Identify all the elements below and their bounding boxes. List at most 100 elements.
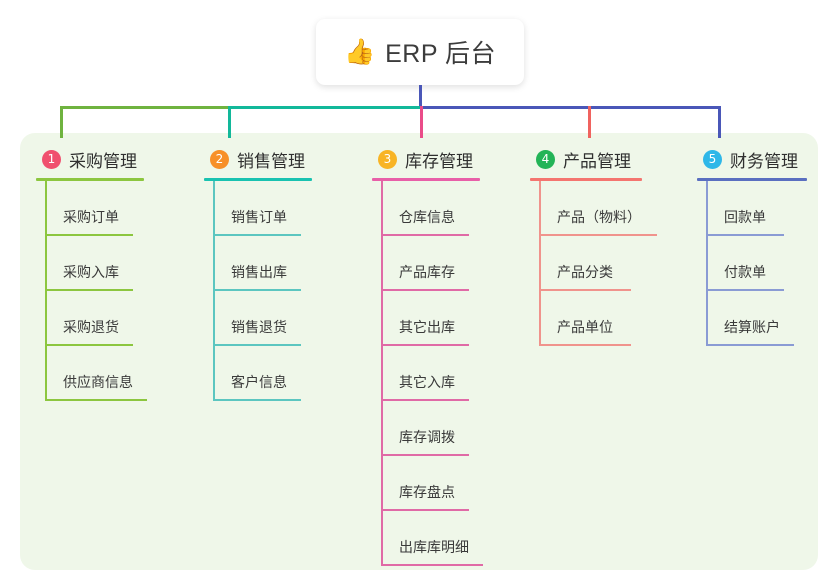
leaf-item-label: 其它出库	[399, 319, 455, 335]
trunk-connector	[419, 85, 422, 108]
column-spine-purchase	[45, 181, 47, 401]
leaf-item[interactable]: 客户信息	[213, 346, 301, 401]
leaf-item[interactable]: 销售退货	[213, 291, 301, 346]
drop-col2	[228, 106, 231, 138]
leaf-item-rule	[539, 234, 657, 236]
column-sales: 2 销售管理销售订单销售出库销售退货客户信息	[204, 140, 312, 401]
leaf-item-rule	[381, 399, 469, 401]
column-rule-product	[530, 178, 642, 181]
leaf-item-rule	[45, 344, 133, 346]
column-badge-finance: 5	[703, 149, 722, 169]
leaf-item[interactable]: 仓库信息	[381, 181, 469, 236]
leaf-item[interactable]: 采购订单	[45, 181, 133, 236]
leaf-item[interactable]: 产品分类	[539, 236, 631, 291]
leaf-item-label: 产品（物料）	[557, 209, 641, 225]
leaf-item-rule	[539, 344, 631, 346]
leaf-item-rule	[706, 234, 784, 236]
leaf-item-rule	[381, 509, 469, 511]
leaf-item[interactable]: 回款单	[706, 181, 784, 236]
leaf-item-label: 结算账户	[724, 319, 780, 335]
leaf-item-rule	[213, 399, 301, 401]
leaf-item[interactable]: 付款单	[706, 236, 784, 291]
leaf-item[interactable]: 供应商信息	[45, 346, 147, 401]
leaf-item[interactable]: 销售出库	[213, 236, 301, 291]
drop-col5	[718, 106, 721, 138]
column-badge-product: 4	[536, 149, 555, 169]
leaf-item-label: 其它入库	[399, 374, 455, 390]
leaf-item-label: 采购入库	[63, 264, 119, 280]
leaf-item[interactable]: 产品（物料）	[539, 181, 657, 236]
column-header-purchase[interactable]: 1 采购管理	[36, 140, 144, 178]
bus-teal	[228, 106, 420, 109]
leaf-item-rule	[381, 564, 483, 566]
diagram-panel	[20, 133, 818, 570]
root-node[interactable]: 👍 ERP 后台	[316, 19, 524, 85]
column-rule-purchase	[36, 178, 144, 181]
thumbs-up-icon: 👍	[343, 37, 376, 66]
leaf-item-rule	[213, 234, 301, 236]
column-spine-sales	[213, 181, 215, 401]
leaf-item[interactable]: 其它入库	[381, 346, 469, 401]
column-finance: 5 财务管理回款单付款单结算账户	[697, 140, 807, 346]
leaf-item-label: 库存盘点	[399, 484, 455, 500]
column-header-sales[interactable]: 2 销售管理	[204, 140, 312, 178]
column-spine-inventory	[381, 181, 383, 566]
leaf-item[interactable]: 其它出库	[381, 291, 469, 346]
drop-col1	[60, 106, 63, 138]
column-rule-sales	[204, 178, 312, 181]
column-title-sales: 销售管理	[237, 151, 305, 171]
leaf-item-label: 产品库存	[399, 264, 455, 280]
leaf-item-label: 供应商信息	[63, 374, 133, 390]
column-rule-finance	[697, 178, 807, 181]
leaf-item[interactable]: 库存调拨	[381, 401, 469, 456]
leaf-item-label: 采购订单	[63, 209, 119, 225]
column-title-inventory: 库存管理	[405, 151, 473, 171]
column-spine-product	[539, 181, 541, 346]
column-title-finance: 财务管理	[730, 151, 798, 171]
leaf-item-label: 销售退货	[231, 319, 287, 335]
leaf-item-rule	[381, 344, 469, 346]
bus-indigo	[420, 106, 720, 109]
leaf-item[interactable]: 销售订单	[213, 181, 301, 236]
leaf-item-label: 付款单	[724, 264, 766, 280]
leaf-item-rule	[213, 344, 301, 346]
leaf-item-label: 采购退货	[63, 319, 119, 335]
root-node-label: ERP 后台	[385, 40, 497, 68]
column-product: 4 产品管理产品（物料） 产品分类产品单位	[530, 140, 657, 346]
leaf-item[interactable]: 库存盘点	[381, 456, 469, 511]
leaf-item-rule	[381, 289, 469, 291]
column-inventory: 3 库存管理仓库信息产品库存其它出库其它入库库存调拨库存盘点出库库明细	[372, 140, 483, 566]
leaf-item[interactable]: 采购入库	[45, 236, 133, 291]
leaf-item-rule	[45, 234, 133, 236]
leaf-item-rule	[706, 289, 784, 291]
leaf-item[interactable]: 出库库明细	[381, 511, 483, 566]
leaf-item-label: 回款单	[724, 209, 766, 225]
column-spine-finance	[706, 181, 708, 346]
column-header-finance[interactable]: 5 财务管理	[697, 140, 807, 178]
leaf-item-rule	[539, 289, 631, 291]
column-title-purchase: 采购管理	[69, 151, 137, 171]
leaf-item-label: 仓库信息	[399, 209, 455, 225]
leaf-item-label: 产品单位	[557, 319, 613, 335]
drop-col4	[588, 106, 591, 138]
leaf-item-rule	[45, 289, 133, 291]
leaf-item[interactable]: 产品库存	[381, 236, 469, 291]
column-title-product: 产品管理	[563, 151, 631, 171]
leaf-item[interactable]: 结算账户	[706, 291, 794, 346]
leaf-item-label: 产品分类	[557, 264, 613, 280]
column-badge-inventory: 3	[378, 149, 397, 169]
leaf-item-label: 出库库明细	[399, 539, 469, 555]
leaf-item[interactable]: 采购退货	[45, 291, 133, 346]
column-badge-purchase: 1	[42, 149, 61, 169]
column-header-product[interactable]: 4 产品管理	[530, 140, 642, 178]
column-header-inventory[interactable]: 3 库存管理	[372, 140, 480, 178]
leaf-item[interactable]: 产品单位	[539, 291, 631, 346]
column-badge-sales: 2	[210, 149, 229, 169]
leaf-item-rule	[213, 289, 301, 291]
column-purchase: 1 采购管理采购订单采购入库采购退货供应商信息	[36, 140, 147, 401]
column-rule-inventory	[372, 178, 480, 181]
leaf-item-rule	[381, 234, 469, 236]
leaf-item-label: 库存调拨	[399, 429, 455, 445]
leaf-item-label: 销售出库	[231, 264, 287, 280]
leaf-item-label: 客户信息	[231, 374, 287, 390]
